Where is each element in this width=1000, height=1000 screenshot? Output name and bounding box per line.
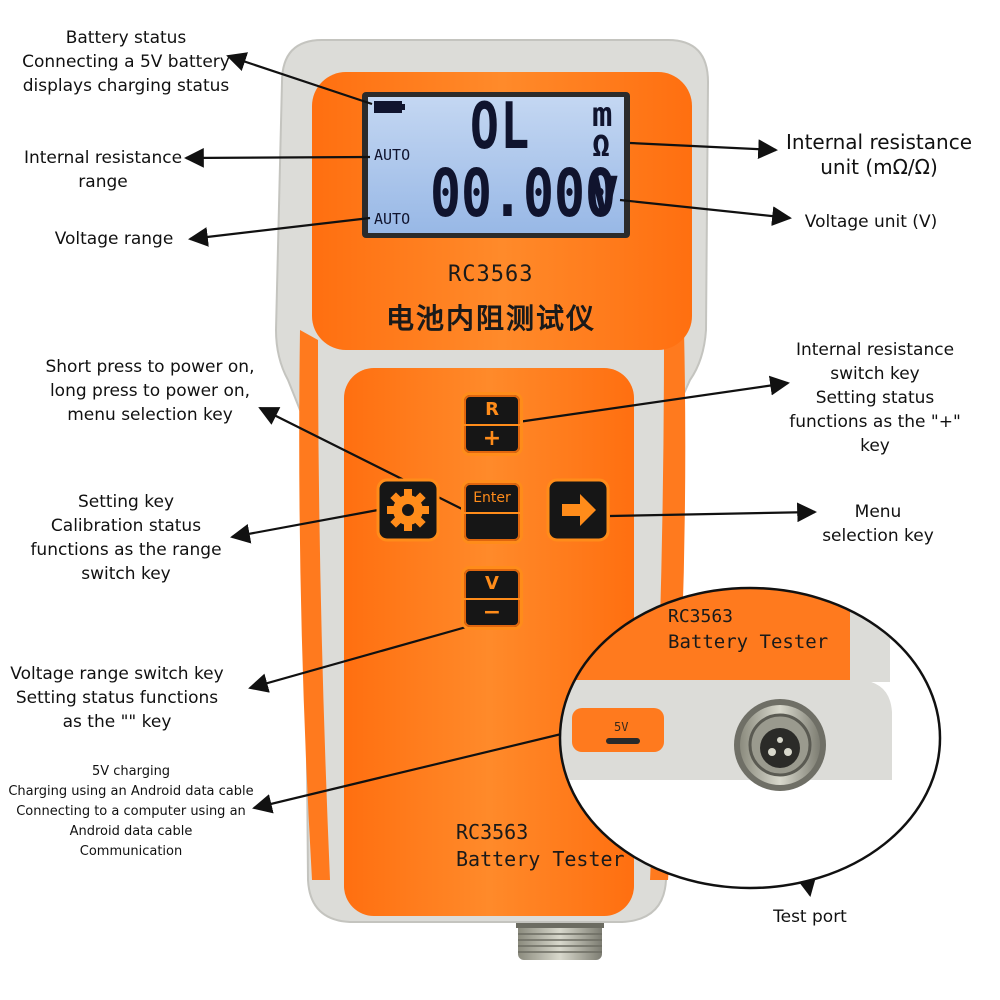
settings-key[interactable] (376, 478, 440, 542)
menu-arrow-key[interactable] (546, 478, 610, 542)
port-label: 5V (614, 720, 629, 734)
lcd-auto-resistance: AUTO (374, 146, 411, 164)
annotation-voltage-range: Voltage range (54, 229, 174, 249)
key-minus-label: − (482, 600, 502, 625)
annotation-menu-key: Menu selection key (822, 502, 934, 546)
lcd-voltage-reading: 00.000 (430, 155, 616, 232)
battery-icon (374, 101, 402, 113)
gear-icon (387, 489, 429, 531)
inset-border (558, 586, 942, 890)
arrow-right-icon (562, 494, 596, 526)
lcd-unit-ohm: Ω (592, 129, 611, 164)
annotation-power-key: Short press to power on, long press to p… (45, 357, 255, 425)
lcd-resistance-reading: OL (470, 90, 531, 164)
voltage-minus-key[interactable]: V − (461, 566, 523, 630)
model-label: RC3563 (448, 262, 534, 287)
annotation-setting-key: Setting key Calibration status functions… (30, 492, 222, 584)
key-v-label: V (464, 569, 520, 600)
annotation-ir-range: Internal resistance range (23, 148, 183, 192)
lcd-auto-voltage: AUTO (374, 210, 411, 228)
lcd-unit-v: V (590, 167, 619, 223)
key-r-label: R (464, 395, 520, 426)
lcd-unit-m: m (592, 95, 613, 135)
resistance-plus-key[interactable]: R + (461, 392, 523, 456)
bottom-model-label: RC3563 (456, 820, 529, 844)
chinese-title: 电池内阻测试仪 (386, 302, 597, 335)
inset-name-label: Battery Tester (668, 631, 829, 653)
key-plus-label: + (482, 426, 502, 451)
lcd-screen (368, 97, 624, 233)
annotation-test-port: Test port (773, 907, 847, 927)
annotation-ir-switch-key: Internal resistance switch key Setting s… (789, 340, 961, 456)
annotation-voltage-unit: Voltage unit (V) (804, 212, 938, 232)
callout-arrows (184, 52, 817, 897)
annotation-battery-status: Battery status Connecting a 5V battery d… (22, 28, 230, 96)
enter-power-key[interactable]: Enter (461, 480, 523, 544)
bottom-name-label: Battery Tester (456, 847, 625, 871)
key-enter-label: Enter (464, 483, 520, 514)
annotation-charging: 5V charging Charging using an Android da… (8, 764, 254, 859)
annotation-ir-unit: Internal resistance unit (mΩ/Ω) (786, 130, 972, 179)
inset-model-label: RC3563 (668, 606, 734, 627)
annotation-voltage-key: Voltage range switch key Setting status … (10, 664, 224, 732)
inset-magnified-view (560, 588, 940, 888)
